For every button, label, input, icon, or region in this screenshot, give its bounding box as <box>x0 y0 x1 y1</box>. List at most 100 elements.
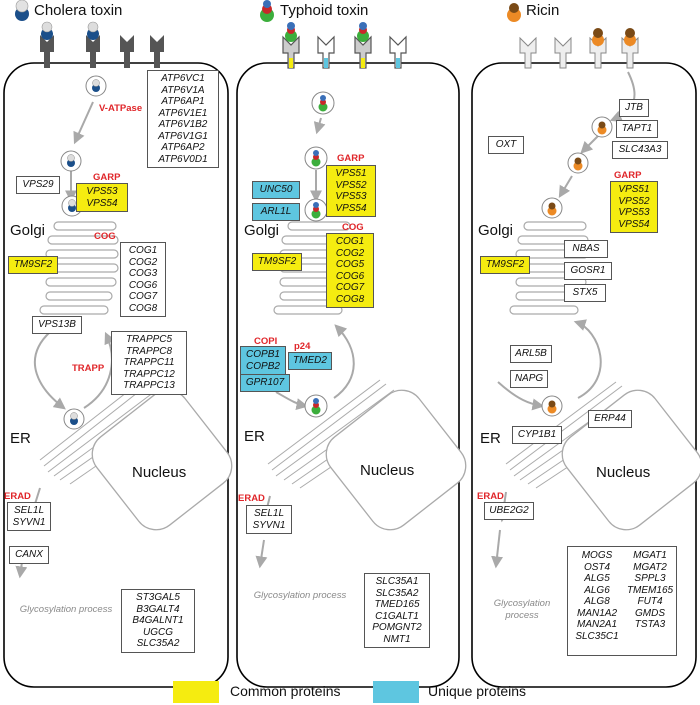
protein-name: ALG5 <box>584 573 610 584</box>
cell-outline-typhoid <box>236 62 460 688</box>
protein-box-vps29: VPS29 <box>16 176 60 194</box>
protein-name: SPPL3 <box>634 573 666 584</box>
protein-name: VPS54 <box>618 218 650 230</box>
protein-name: ARL1L <box>260 206 292 217</box>
protein-name: GOSR1 <box>570 265 606 276</box>
protein-name: STX5 <box>572 287 598 298</box>
red-label-trapp: TRAPP <box>72 363 105 374</box>
golgi-cholera <box>39 221 119 315</box>
protein-name: TRAPPC12 <box>123 368 175 380</box>
nucleus-label-cholera: Nucleus <box>132 464 187 481</box>
typhoid-on-receptor <box>285 22 369 42</box>
protein-name: COPB1 <box>246 349 280 360</box>
protein-name: SLC35A2 <box>375 587 419 599</box>
protein-name: B4GALNT1 <box>132 615 184 626</box>
protein-name: MOGS <box>581 550 613 561</box>
protein-name: TMEM165 <box>626 584 674 596</box>
protein-name: NAPG <box>514 373 544 384</box>
protein-name: MAN1A2 <box>576 607 617 619</box>
protein-name: COG1 <box>335 236 365 247</box>
protein-name: TRAPPC8 <box>125 345 173 357</box>
protein-name: VPS29 <box>22 179 54 190</box>
protein-name: CANX <box>15 549 43 560</box>
protein-name: CYP1B1 <box>517 429 557 440</box>
cell-outline-ricin <box>471 62 697 688</box>
protein-box-unc50: UNC50 <box>252 181 300 199</box>
protein-name: VPS53 <box>335 191 367 202</box>
protein-name: VPS53 <box>618 207 650 218</box>
cell-outline-cholera <box>3 62 229 688</box>
protein-name: ATP6V1E1 <box>158 107 208 119</box>
protein-name: ATP6VC1 <box>161 73 205 84</box>
protein-name: POMGNT2 <box>372 622 422 633</box>
protein-name: MGAT2 <box>633 561 667 573</box>
ricin-toxin-icon <box>507 3 521 22</box>
legend-swatch-unique <box>373 681 419 703</box>
protein-name: COG3 <box>128 268 158 279</box>
nucleus-label-typhoid: Nucleus <box>360 462 415 479</box>
protein-box-arl1l: ARL1L <box>252 203 300 221</box>
protein-name: SLC35A2 <box>136 638 180 649</box>
protein-name: TMED165 <box>374 599 420 610</box>
protein-box-cyp1b1: CYP1B1 <box>512 426 562 444</box>
er-label-ricin: ER <box>480 430 501 447</box>
protein-name: COG6 <box>128 279 158 291</box>
nucleus-label-ricin: Nucleus <box>596 464 651 481</box>
protein-box-gpr107: GPR107 <box>240 374 290 392</box>
protein-name: VPS13B <box>38 319 76 330</box>
protein-name: COG7 <box>335 282 365 293</box>
red-label-erad-cholera: ERAD <box>4 491 31 502</box>
protein-name: ARL5B <box>515 348 547 359</box>
red-label-erad-typhoid: ERAD <box>238 493 265 504</box>
protein-box-slc43a3: SLC43A3 <box>612 141 668 159</box>
protein-name: B3GALT4 <box>136 603 180 615</box>
protein-box-canx: CANX <box>9 546 49 564</box>
protein-box-ube2g2: UBE2G2 <box>484 502 534 520</box>
protein-box-tm9sf2-cholera: TM9SF2 <box>8 256 58 274</box>
protein-name: NMT1 <box>383 633 411 645</box>
protein-name: COG5 <box>335 259 365 270</box>
protein-name: VPS52 <box>335 179 367 191</box>
protein-name: TM9SF2 <box>13 259 53 270</box>
er-label-typhoid: ER <box>244 428 265 445</box>
protein-name: VPS51 <box>618 184 650 195</box>
red-label-cog-cholera: COG <box>94 231 116 242</box>
er-cholera <box>39 381 233 531</box>
protein-name: TM9SF2 <box>257 256 297 267</box>
protein-name: VPS54 <box>335 202 367 214</box>
protein-box-arl5b: ARL5B <box>510 345 552 363</box>
protein-name: ATP6V0D1 <box>158 153 208 165</box>
protein-name: ATP6AP1 <box>161 96 205 107</box>
protein-name: SYVN1 <box>12 516 46 528</box>
protein-name: SLC35A1 <box>375 576 419 587</box>
golgi-label-ricin: Golgi <box>478 222 514 239</box>
receptors-cholera <box>40 21 164 68</box>
er-typhoid <box>267 379 467 531</box>
protein-box-nbas: NBAS <box>564 240 608 258</box>
glycosylation-label-ricin: Glycosylation process <box>493 598 551 621</box>
protein-name: SEL1L <box>253 508 285 519</box>
protein-name: COPB2 <box>246 360 280 372</box>
toxin-vesicles-ricin <box>541 116 613 417</box>
legend-label-unique: Unique proteins <box>428 683 527 699</box>
protein-name: ALG6 <box>584 584 610 596</box>
protein-name: SYVN1 <box>252 519 286 531</box>
protein-name: COG2 <box>335 247 365 259</box>
legend-swatch-common <box>173 681 219 703</box>
protein-name: NBAS <box>572 243 600 254</box>
protein-name: COG7 <box>128 291 158 302</box>
protein-name: TRAPPC13 <box>123 380 175 391</box>
red-label-erad-ricin: ERAD <box>477 491 504 502</box>
golgi-label-cholera: Golgi <box>10 222 46 239</box>
panel-title-cholera: Cholera toxin <box>34 2 123 19</box>
glycosylation-label-cholera: Glycosylation process <box>19 604 113 615</box>
